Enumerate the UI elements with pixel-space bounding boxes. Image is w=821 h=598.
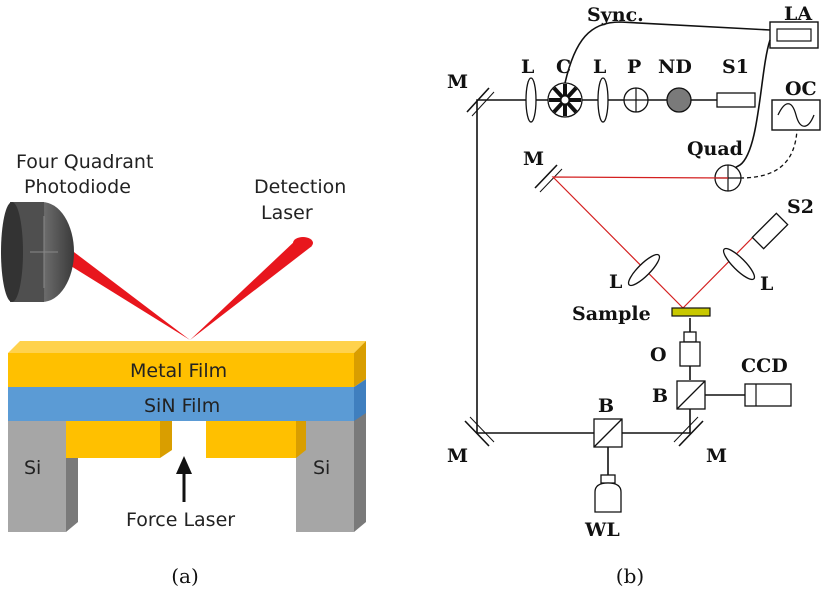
detection-laser-tip (293, 237, 313, 249)
lens-left-label: L (609, 271, 622, 293)
si-pillar-left (8, 412, 78, 532)
objective-label: O (650, 344, 667, 366)
mirror-bottom-right-b (673, 416, 699, 443)
sample-icon (671, 307, 711, 317)
nd-filter-label: ND (658, 56, 692, 78)
mirror-bottom-left-b (469, 416, 495, 443)
detection-beam-in (551, 176, 729, 309)
photodiode-icon (1, 202, 74, 302)
si-pillar-right (296, 412, 366, 532)
sin-film-label: SiN Film (144, 395, 220, 417)
sync-cable (564, 21, 771, 84)
metal-film (8, 341, 366, 387)
chopper-label: C (556, 56, 571, 78)
ccd-camera-icon (744, 383, 792, 407)
lens-2-label: L (593, 56, 606, 78)
sample-label: Sample (572, 303, 651, 325)
mirror-mid (534, 164, 558, 189)
quad-label: Quad (687, 138, 743, 160)
lens-right-label: L (760, 273, 773, 295)
caption-b: (b) (616, 564, 644, 588)
mirror-mid-b (539, 168, 563, 193)
lens-2-icon (597, 77, 609, 123)
quad-oc-link (739, 129, 798, 179)
metal-film-label: Metal Film (130, 360, 227, 382)
si-right-label: Si (313, 457, 330, 479)
oscilloscope-icon (771, 99, 821, 131)
lens-1-icon (525, 77, 537, 123)
under-metal-right (206, 414, 306, 458)
mirror-bottom-right (678, 420, 704, 447)
polarizer-icon (623, 87, 649, 113)
mirror-bottom-right-label: M (706, 445, 727, 467)
la-label: LA (784, 3, 812, 25)
beamsplitter-right-label: B (652, 385, 668, 407)
under-metal-left (66, 412, 172, 458)
ccd-label: CCD (741, 355, 788, 377)
sync-label: Sync. (587, 4, 644, 26)
detection-laser-label-line1: Detection (254, 176, 346, 198)
si-left-label: Si (24, 457, 41, 479)
panel-a: Four Quadrant Photodiode Detection Laser… (1, 151, 366, 588)
mirror-top-left (466, 87, 490, 113)
force-laser-arrow (176, 456, 192, 502)
reflected-laser-beam (190, 240, 312, 340)
beamsplitter-right-icon (676, 380, 706, 410)
mirror-top-left-label: M (447, 71, 468, 93)
panel-b: Sync. LA OC M L C L P ND S1 Quad M S2 L … (447, 3, 821, 588)
beamsplitter-bottom-icon (593, 418, 623, 448)
mirror-bottom-left-label: M (447, 445, 468, 467)
white-light-label: WL (584, 519, 620, 541)
mirror-mid-label: M (523, 148, 544, 170)
nd-filter-icon (666, 87, 692, 113)
objective-icon (679, 331, 701, 367)
la-quad-cable (725, 39, 771, 174)
mirror-top-left-b (471, 91, 495, 117)
photodiode-label-line2: Photodiode (24, 176, 131, 198)
lens-left-icon (627, 253, 661, 287)
oc-label: OC (785, 78, 817, 100)
polarizer-label: P (627, 56, 641, 78)
white-light-source-icon (594, 474, 622, 513)
chopper-icon (547, 82, 583, 118)
lock-in-amplifier-icon (769, 21, 819, 49)
caption-a: (a) (171, 564, 199, 588)
mirror-bottom-left (464, 420, 490, 447)
beamsplitter-bottom-label: B (598, 395, 614, 417)
source-s1-label: S1 (722, 56, 749, 78)
source-s1-icon (716, 92, 756, 108)
source-s2-label: S2 (787, 196, 814, 218)
incident-laser-beam (58, 246, 190, 340)
detection-beam-out (682, 229, 761, 309)
lens-right-icon (722, 247, 756, 281)
photodiode-label-line1: Four Quadrant (16, 151, 153, 173)
force-laser-label: Force Laser (126, 509, 235, 531)
sin-film (8, 379, 366, 421)
source-s2-icon (751, 212, 789, 250)
lens-1-label: L (521, 56, 534, 78)
detection-laser-label-line2: Laser (261, 202, 313, 224)
